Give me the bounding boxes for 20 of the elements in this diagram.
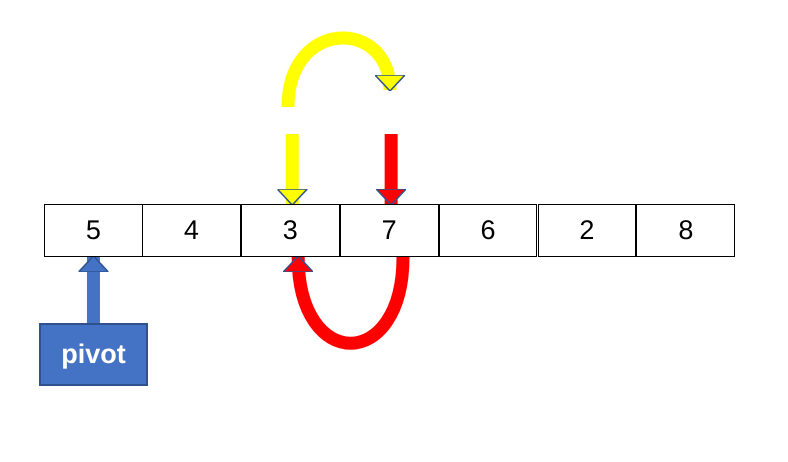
cell-value: 7 [382,214,397,248]
cell-value: 2 [579,214,594,248]
array-cell [142,204,241,257]
cell-value: 6 [480,214,496,248]
cell-value: 3 [282,214,298,248]
block-arrow [78,255,110,323]
array-cell [538,204,636,257]
cell-value: 5 [86,214,101,248]
cell-value: 4 [184,214,199,248]
cell-value: 8 [678,214,694,248]
block-arrow [284,255,410,350]
array-cell [340,204,439,257]
label-text: pivot [61,338,126,372]
block-arrow [276,134,308,206]
array-cell [240,204,340,257]
array-cell [438,204,538,257]
label-box [39,323,148,386]
array-cell [636,204,736,257]
array-cell [44,204,143,257]
block-arrow [375,134,407,206]
